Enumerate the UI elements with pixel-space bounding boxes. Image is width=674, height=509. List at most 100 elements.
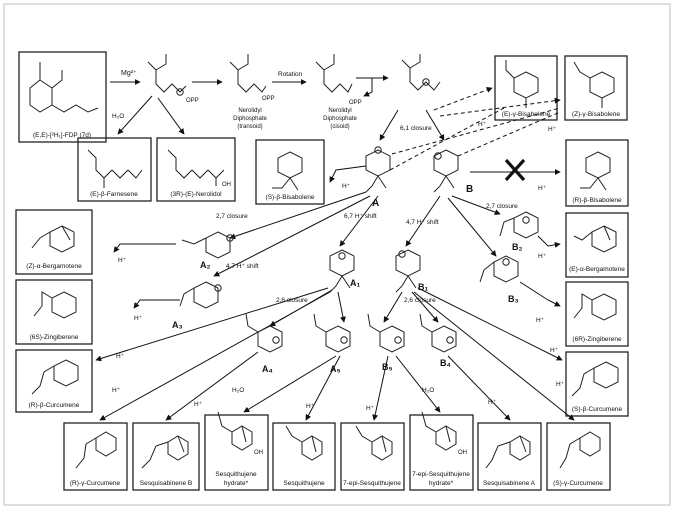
intermediate-a5-structure-icon bbox=[313, 313, 351, 353]
arrow-b-to-b1 bbox=[405, 195, 441, 247]
intermediate-a1-label: A₁ bbox=[350, 278, 360, 288]
product-box-sesquisabinene-a: Sesquisabinene A bbox=[477, 422, 542, 491]
svg-text:Diphosphate: Diphosphate bbox=[323, 116, 357, 122]
opp-leaving-label: OPP bbox=[349, 100, 362, 106]
arrow-b1-to-b4 bbox=[411, 291, 439, 323]
hplus-a4-label: H⁺ bbox=[194, 401, 203, 408]
product-box-e-bergamotene: (E)-α-Bergamotene bbox=[565, 212, 629, 278]
r-bisabolene-label: (R)-β-Bisabolene bbox=[572, 197, 622, 204]
hplus-r-g-curcumene-label: H⁺ bbox=[112, 387, 121, 394]
r-zingiberene-label: (6R)-Zingiberene bbox=[572, 336, 622, 343]
s-b-curcumene-structure-icon bbox=[571, 361, 619, 397]
intermediate-a-structure-icon bbox=[365, 146, 391, 193]
product-box-epi-sesquithujene: 7-epi-Sesquithujene bbox=[340, 422, 405, 491]
r-zingiberene-structure-icon bbox=[573, 293, 617, 321]
s-zingiberene-structure-icon bbox=[33, 291, 77, 319]
product-box-nerolidol: OH (3R)-(E)-Nerolidol bbox=[156, 137, 236, 202]
z-bisabolene-label: (Z)-γ-Bisabolene bbox=[572, 111, 620, 118]
shift-47-label-a: 4,7 H⁺ shift bbox=[226, 263, 259, 270]
hydrate-oh-label: OH bbox=[254, 450, 263, 456]
nerolidyl-transoid-structure-icon bbox=[229, 54, 267, 93]
arrow-b3-to-r-zingiberene bbox=[519, 281, 561, 307]
intermediate-b2-structure-icon bbox=[499, 211, 539, 239]
arrow-opp-loss bbox=[363, 78, 373, 97]
mg-reagent-label: Mg²⁺ bbox=[121, 70, 137, 77]
nerolidol-structure-icon bbox=[167, 149, 225, 186]
arrow-b5-to-epi-sesquithujene bbox=[372, 355, 389, 421]
hplus-s-bisabolene-label: H⁺ bbox=[342, 183, 351, 190]
hplus-e-bergamotene-label: H⁺ bbox=[538, 253, 547, 260]
arrow-a5-to-sesquithujene-hydrate bbox=[243, 355, 337, 413]
shift-67-label: 6,7 H⁺ shift bbox=[344, 213, 377, 220]
product-box-r-g-curcumene: (R)-γ-Curcumene bbox=[63, 422, 128, 491]
intermediate-b-label: B bbox=[466, 184, 473, 195]
allylic-cation-structure-icon bbox=[147, 54, 187, 96]
arrow-to-farnesene bbox=[117, 95, 153, 135]
arrow-a-to-s-bisabolene bbox=[329, 165, 367, 183]
epi-sesquithujene-hydrate-structure-icon bbox=[421, 411, 457, 451]
product-box-r-zingiberene: (6R)-Zingiberene bbox=[565, 281, 629, 347]
product-box-s-bisabolene: (S)-β-Bisabolene bbox=[255, 139, 325, 205]
z-bergamotene-structure-icon bbox=[31, 225, 75, 253]
epi-hydrate-label-line1: 7-epi-Sesquithujene bbox=[412, 471, 470, 478]
product-box-epi-sesquithujene-hydrate: OH 7-epi-Sesquithujene hydrate* bbox=[409, 411, 474, 491]
sesquisabinene-a-structure-icon bbox=[485, 435, 531, 469]
epi-sesquithujene-structure-icon bbox=[355, 425, 393, 461]
sesquithujene-label: Sesquithujene bbox=[283, 480, 325, 487]
intermediate-a3-structure-icon bbox=[179, 281, 222, 309]
product-box-sesquisabinene-b: Sesquisabinene B bbox=[132, 422, 200, 491]
r-g-curcumene-structure-icon bbox=[75, 431, 117, 469]
e-farnesene-structure-icon bbox=[87, 149, 143, 188]
intermediate-b3-structure-icon bbox=[479, 255, 519, 283]
arrow-to-a bbox=[379, 109, 399, 141]
intermediate-a4-label: A₄ bbox=[262, 364, 273, 374]
arrow-b-to-b2 bbox=[451, 195, 501, 215]
intermediate-b4-structure-icon bbox=[419, 313, 457, 353]
arrow-to-b bbox=[425, 109, 445, 141]
sesquithujene-hydrate-label-line2: hydrate* bbox=[224, 480, 249, 487]
sesquithujene-structure-icon bbox=[285, 425, 323, 461]
intermediate-b2-label: B₂ bbox=[512, 242, 523, 252]
svg-text:Diphosphate: Diphosphate bbox=[233, 116, 267, 122]
product-box-e-bisabolene: (E)-γ-Bisabolene bbox=[494, 55, 558, 121]
arrow-b4-to-sesquisabinene-a bbox=[447, 355, 511, 421]
figure-frame bbox=[3, 3, 671, 506]
intermediate-a5-label: A₅ bbox=[330, 364, 341, 374]
blocked-x-icon bbox=[504, 158, 526, 182]
dashed-pathways bbox=[389, 87, 561, 171]
arrow-a4-to-sesquisabinene-b bbox=[165, 351, 259, 421]
arrow-b1-to-s-g-curcumene bbox=[413, 291, 575, 421]
product-box-sesquithujene: Sesquithujene bbox=[272, 422, 336, 491]
intermediate-b1-label: B₁ bbox=[418, 282, 428, 292]
hplus-a5-label: H⁺ bbox=[306, 403, 315, 410]
allyl-cation-cisoid-structure-icon bbox=[401, 54, 441, 91]
closure-27-label-a: 2,7 closure bbox=[216, 213, 248, 220]
hplus-b5-label: H⁺ bbox=[366, 405, 375, 412]
s-b-curcumene-label: (S)-β-Curcumene bbox=[572, 406, 623, 413]
oh-label: OH bbox=[222, 182, 231, 188]
s-zingiberene-label: (6S)-Zingiberene bbox=[30, 334, 79, 341]
hplus-s-b-curcumene-label: H⁺ bbox=[550, 347, 559, 354]
arrow-a3-to-s-zingiberene bbox=[133, 299, 180, 309]
hplus-r-b-curcumene-label: H⁺ bbox=[116, 353, 125, 360]
e-bergamotene-structure-icon bbox=[573, 225, 617, 253]
closure-26-label-a: 2,6 closure bbox=[276, 297, 308, 304]
closure-26-label-b: 2,6 closure bbox=[404, 297, 436, 304]
product-box-s-b-curcumene: (S)-β-Curcumene bbox=[565, 351, 629, 417]
s-g-curcumene-structure-icon bbox=[559, 431, 601, 469]
transoid-opp-label: OPP bbox=[262, 96, 275, 102]
h2o-b5-label: H₂O bbox=[422, 387, 434, 394]
h2o-a5-label: H₂O bbox=[232, 387, 244, 394]
fdp-label: (E,E)-[²H₁]-FDP (7d) bbox=[33, 132, 91, 139]
arrow-a-to-a1 bbox=[339, 195, 379, 247]
arrow-b-to-b3 bbox=[447, 197, 497, 257]
arrow-a2-to-z-bergamotene bbox=[113, 243, 176, 253]
arrow-a-to-a3 bbox=[213, 195, 371, 277]
cation-opp-label: OPP bbox=[186, 98, 199, 104]
r-bisabolene-structure-icon bbox=[580, 151, 611, 191]
arrow-b1-to-b5 bbox=[383, 291, 403, 323]
e-bisabolene-label: (E)-γ-Bisabolene bbox=[502, 111, 551, 118]
rotation-label: Rotation bbox=[278, 71, 303, 78]
intermediate-b4-label: B₄ bbox=[440, 358, 451, 368]
